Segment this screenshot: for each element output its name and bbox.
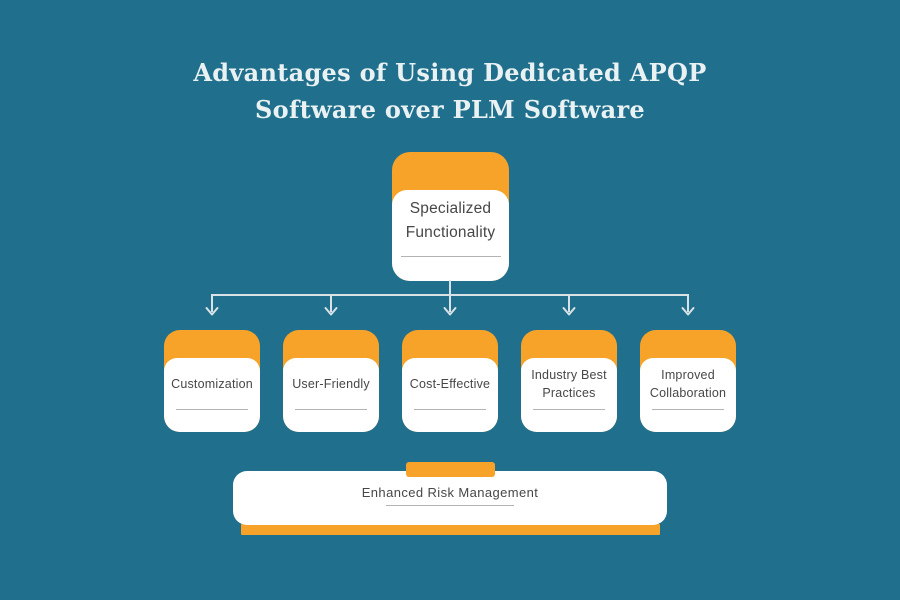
label-underline bbox=[533, 409, 605, 410]
advantage-card-customization: Customization bbox=[164, 330, 260, 432]
card-label: Industry Best Practices bbox=[531, 368, 607, 400]
card-label: Customization bbox=[171, 377, 253, 391]
card-label: Cost-Effective bbox=[409, 377, 491, 391]
label-underline bbox=[414, 409, 486, 410]
footer-accent-tab bbox=[406, 462, 495, 477]
card-face: Cost-Effective bbox=[402, 358, 498, 432]
diagram-title: Advantages of Using Dedicated APQP Softw… bbox=[0, 54, 900, 128]
card-face: User-Friendly bbox=[283, 358, 379, 432]
card-face: Customization bbox=[164, 358, 260, 432]
advantage-card-user-friendly: User-Friendly bbox=[283, 330, 379, 432]
label-underline bbox=[400, 256, 501, 257]
card-face: Improved Collaboration bbox=[640, 358, 736, 432]
footer-card-label: Enhanced Risk Management bbox=[361, 484, 539, 500]
advantage-card-cost-effective: Cost-Effective bbox=[402, 330, 498, 432]
label-underline bbox=[386, 505, 514, 506]
arrowhead-icon bbox=[205, 307, 219, 316]
card-face: Industry Best Practices bbox=[521, 358, 617, 432]
label-underline bbox=[295, 409, 367, 410]
card-label: User-Friendly bbox=[292, 377, 370, 391]
arrowhead-icon bbox=[681, 307, 695, 316]
footer-accent-bar bbox=[241, 524, 660, 535]
arrowhead-icon bbox=[562, 307, 576, 316]
advantage-card-improved-collaboration: Improved Collaboration bbox=[640, 330, 736, 432]
root-card: Specialized Functionality bbox=[392, 152, 509, 281]
diagram-title-line1: Advantages of Using Dedicated APQP bbox=[193, 58, 707, 87]
root-card-label: Specialized Functionality bbox=[405, 200, 496, 241]
advantage-card-industry-best-practices: Industry Best Practices bbox=[521, 330, 617, 432]
arrowhead-icon bbox=[443, 307, 457, 316]
diagram-title-line2: Software over PLM Software bbox=[255, 95, 645, 124]
card-label: Improved Collaboration bbox=[649, 368, 727, 400]
arrowhead-icon bbox=[324, 307, 338, 316]
label-underline bbox=[652, 409, 724, 410]
root-card-face: Specialized Functionality bbox=[392, 190, 509, 281]
label-underline bbox=[176, 409, 248, 410]
footer-card: Enhanced Risk Management bbox=[233, 471, 667, 525]
